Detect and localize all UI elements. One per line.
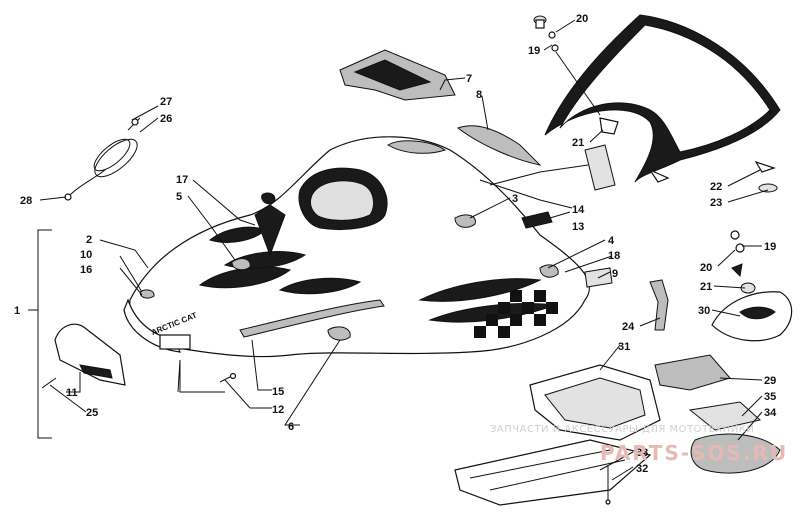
callout-18: 18	[608, 250, 620, 262]
emblem-17	[254, 204, 286, 257]
decal-5	[231, 258, 251, 271]
callout-7: 7	[466, 73, 472, 85]
group-bracket-1	[37, 229, 52, 439]
callout-20-lower: 20	[700, 262, 712, 274]
callout-22: 22	[710, 181, 722, 193]
callout-34: 34	[764, 407, 777, 419]
callout-10: 10	[80, 249, 92, 261]
callout-30: 30	[698, 305, 710, 317]
watermark-site: PARTS-SOS.RU	[600, 441, 788, 465]
callout-3: 3	[512, 193, 518, 205]
callout-24: 24	[622, 321, 635, 333]
callout-11: 11	[66, 387, 78, 399]
callout-9: 9	[612, 268, 618, 280]
callout-23: 23	[710, 197, 722, 209]
fastener-set-upper	[533, 15, 619, 135]
callout-26: 26	[160, 113, 172, 125]
callout-21-lower: 21	[700, 281, 712, 293]
callout-4: 4	[608, 235, 615, 247]
callout-12: 12	[272, 404, 284, 416]
callout-35: 35	[764, 391, 776, 403]
decal-14	[584, 144, 616, 191]
decal-4	[539, 264, 559, 278]
callout-6: 6	[288, 421, 294, 433]
tether-cable	[64, 117, 141, 201]
watermark-tagline: ЗАПЧАСТИ И АКСЕССУАРЫ ДЛЯ МОТОТЕХНИКИ	[490, 424, 754, 435]
decal-13	[521, 211, 553, 229]
pad-35	[688, 401, 762, 431]
windshield	[544, 14, 781, 193]
callout-2: 2	[86, 234, 92, 246]
callout-labels: 1 2 3 4 5 6 7 8 9 10 11 12 13 14 15 16 1…	[14, 13, 777, 475]
watermark: ЗАПЧАСТИ И АКСЕССУАРЫ ДЛЯ МОТОТЕХНИКИ PA…	[490, 424, 788, 465]
seat-assembly	[454, 354, 781, 506]
decal-6	[327, 326, 351, 341]
callout-21-upper: 21	[572, 137, 584, 149]
callout-14: 14	[572, 204, 585, 216]
callout-27: 27	[160, 96, 172, 108]
callout-25: 25	[86, 407, 98, 419]
callout-16: 16	[80, 264, 92, 276]
callout-1: 1	[14, 305, 20, 317]
callout-5: 5	[176, 191, 182, 203]
fastener-set-lower	[730, 230, 756, 294]
callout-8: 8	[476, 89, 482, 101]
pad-29	[654, 354, 731, 391]
callout-15: 15	[272, 386, 284, 398]
tunnel-33	[454, 439, 652, 506]
callout-32: 32	[636, 463, 648, 475]
callout-29: 29	[764, 375, 776, 387]
callout-19-lower: 19	[764, 241, 776, 253]
checker-decal	[474, 290, 558, 338]
callout-20-upper: 20	[576, 13, 588, 25]
strap-24	[649, 279, 669, 331]
callout-19-upper: 19	[528, 45, 540, 57]
pad-34	[690, 433, 781, 474]
hood: ARCTIC CAT	[123, 136, 590, 358]
leader-lines	[28, 19, 769, 481]
decal-10	[139, 289, 155, 299]
strip-8	[456, 125, 542, 166]
callout-13: 13	[572, 221, 584, 233]
callout-17: 17	[176, 174, 188, 186]
callout-33: 33	[636, 447, 648, 459]
bracket-11	[54, 323, 126, 386]
callout-28: 28	[20, 195, 32, 207]
callout-31: 31	[618, 341, 630, 353]
washer-23	[758, 183, 778, 193]
